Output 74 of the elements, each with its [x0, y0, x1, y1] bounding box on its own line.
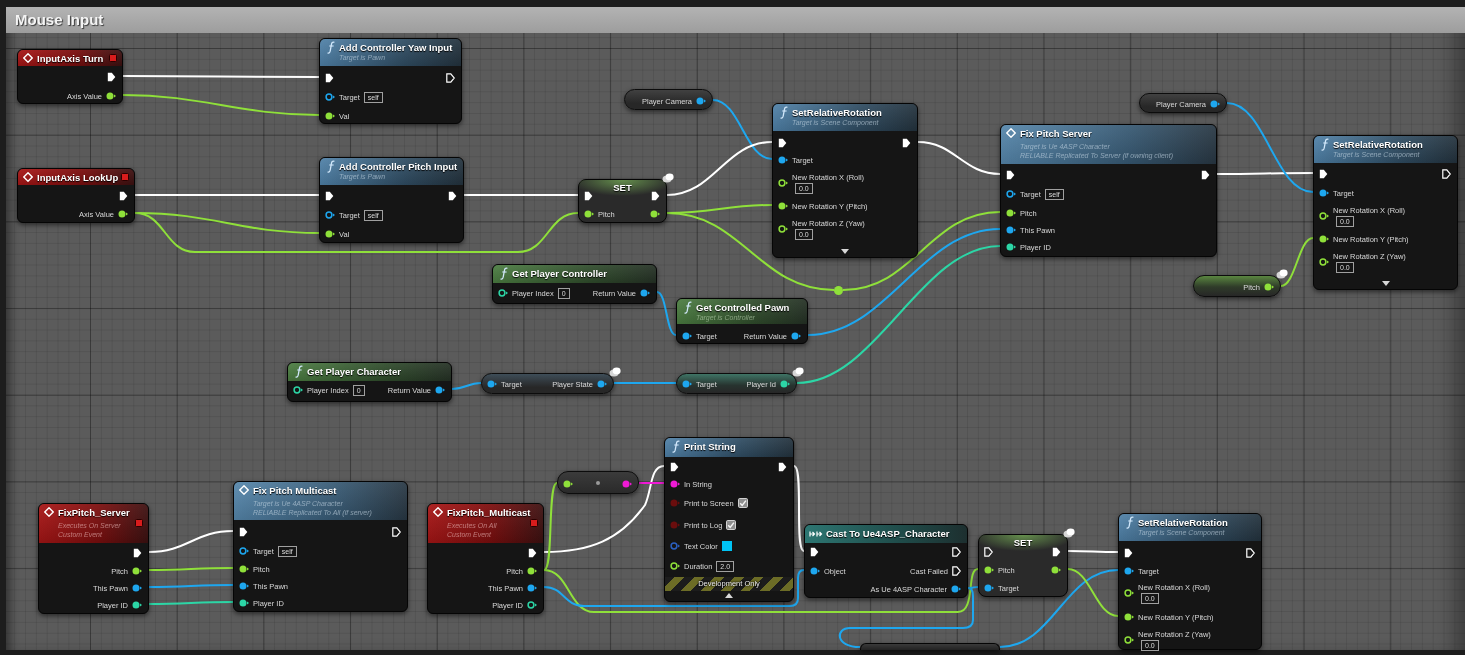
node-title: Get Player Controller: [512, 268, 608, 279]
wire: [148, 530, 234, 553]
wire: [917, 141, 1001, 175]
node-title: SET: [1013, 537, 1033, 548]
event-call-node: [233, 481, 408, 612]
node-title: Add Controller Pitch Input: [339, 161, 458, 172]
function-node: [1313, 135, 1458, 290]
node-title: Cast To Ue4ASP_Character: [826, 528, 950, 539]
wire: [543, 482, 558, 571]
wire: [1280, 237, 1314, 287]
node-title: SetRelativeRotation: [792, 107, 882, 118]
wire: [134, 194, 320, 196]
node-title: Get Player Character: [307, 366, 401, 377]
pure-function-node: [287, 362, 452, 402]
wire: [148, 601, 234, 605]
comment-title: Mouse Input: [15, 11, 104, 29]
function-node: [1118, 513, 1262, 650]
wire: [838, 587, 974, 648]
node-title: FixPitch_Server: [58, 507, 130, 518]
cast-node: [804, 524, 968, 598]
wire: [134, 212, 579, 253]
wire: [451, 382, 482, 390]
node-title: Get Controlled Pawn: [696, 302, 790, 313]
node-title: Print String: [684, 441, 736, 452]
node-title: InputAxis Turn: [37, 53, 104, 64]
function-node: [319, 157, 464, 243]
comment-panel: [6, 7, 1465, 650]
event-node: [17, 168, 135, 223]
wire: [638, 482, 665, 484]
node-title: SET: [613, 182, 632, 193]
wire: [463, 194, 579, 196]
wire: [656, 291, 677, 336]
wire: [666, 141, 773, 196]
event-call-node: [1000, 124, 1217, 257]
wire: [1067, 568, 1119, 617]
cropped-node: [860, 643, 1000, 650]
pure-function-node: [492, 264, 657, 304]
reroute-knot: [834, 286, 843, 295]
wire: [122, 75, 320, 78]
wire: [148, 567, 234, 571]
conversion-node: [557, 471, 639, 494]
wire: [807, 228, 1001, 336]
node-title: Fix Pitch Server: [1020, 128, 1092, 139]
wire: [122, 94, 320, 116]
wire: [543, 568, 979, 613]
wire: [842, 211, 1001, 291]
variable-getter-node: [624, 89, 713, 110]
wire: [613, 382, 677, 384]
node-title: InputAxis LookUp: [37, 172, 119, 183]
node-title: SetRelativeRotation: [1138, 517, 1228, 528]
wire: [666, 212, 835, 291]
wire: [543, 569, 805, 607]
wire: [1216, 172, 1314, 175]
wire: [543, 465, 665, 553]
wire: [967, 586, 979, 589]
node-title: SetRelativeRotation: [1333, 139, 1423, 150]
wire: [1067, 550, 1119, 553]
wire: [999, 569, 1119, 648]
event-node: [17, 49, 123, 104]
node-title: Add Controller Yaw Input: [339, 42, 453, 53]
function-node: [664, 437, 794, 602]
event-node: [427, 503, 544, 614]
wire: [796, 245, 1001, 384]
wire: [1226, 102, 1314, 193]
node-title: FixPitch_Multicast: [447, 507, 531, 518]
wire: [712, 99, 773, 160]
event-node: [38, 503, 149, 614]
wire: [793, 465, 805, 552]
function-node: [772, 103, 918, 258]
function-node: [319, 38, 462, 124]
node-title: Fix Pitch Multicast: [253, 485, 337, 496]
wire: [148, 584, 234, 588]
pure-function-node: [676, 298, 808, 344]
variable-getter-node: [1139, 93, 1227, 113]
